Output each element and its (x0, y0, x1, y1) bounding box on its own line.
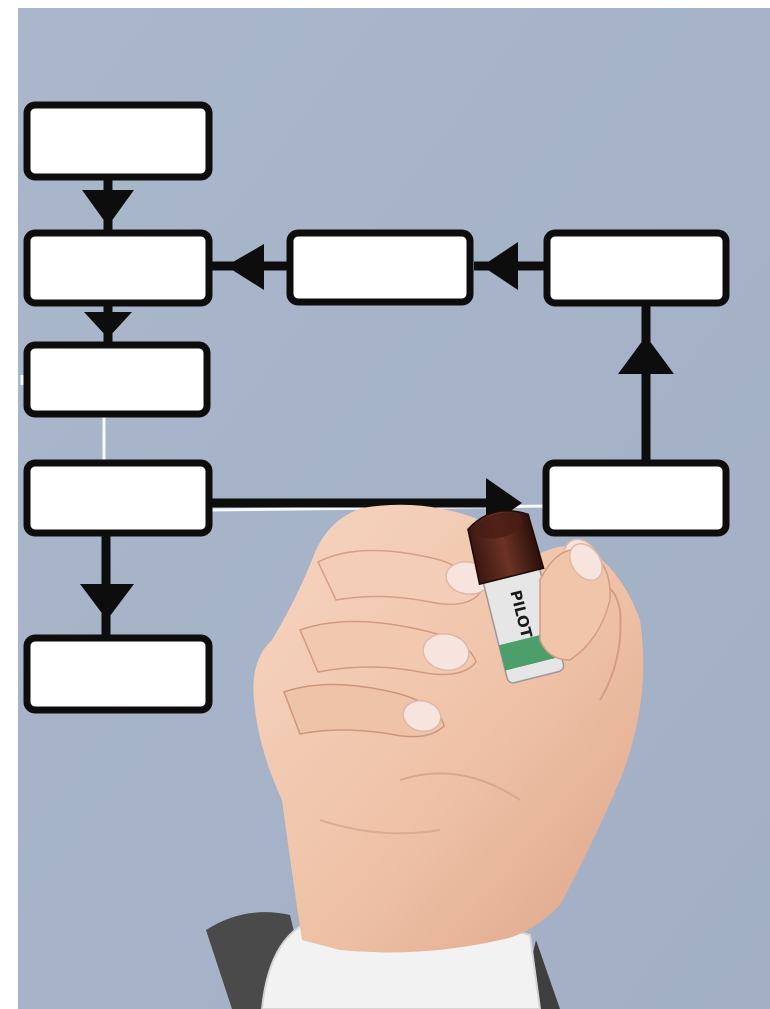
arrow-left-1-icon (482, 242, 518, 290)
box-bottom-left (23, 634, 213, 714)
thumb-nail (569, 543, 603, 581)
arrow-heads (80, 190, 674, 620)
box-lower-right (542, 459, 730, 537)
arrow-down-2-icon (84, 312, 132, 338)
flowchart-boxes (23, 101, 730, 714)
box-lower-left (23, 459, 213, 537)
box-middle-left (23, 229, 213, 307)
arrow-left-2-icon (226, 244, 264, 290)
box-upper-right (543, 229, 730, 307)
arrow-down-1-icon (82, 190, 134, 226)
box-upper-center (286, 229, 474, 306)
box-mid-lower-left (23, 341, 211, 418)
arrow-down-3-icon (80, 584, 134, 620)
box-top-left (23, 101, 213, 181)
arrow-up-icon (618, 336, 674, 374)
